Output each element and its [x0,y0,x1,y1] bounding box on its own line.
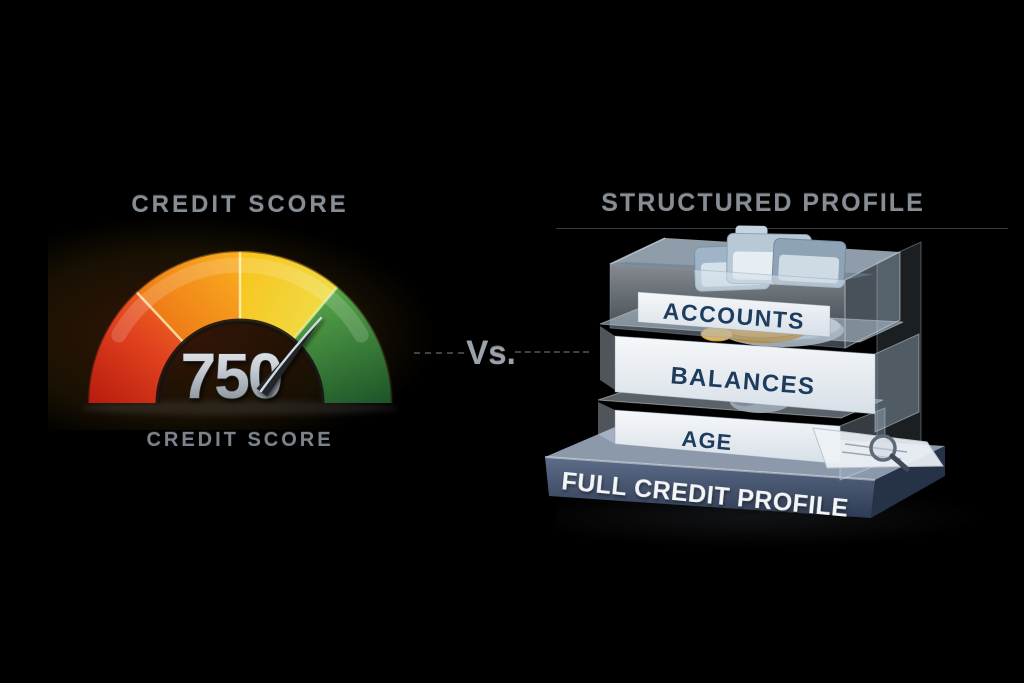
gauge-needle-highlight [259,316,323,393]
age-label: AGE [681,426,734,455]
gauge-outer-rim [86,249,394,404]
vs-label: Vs. [466,334,516,371]
gauge-inner-rim [155,318,325,404]
base-bevel-highlight [544,456,876,481]
gauge-segment-orange [136,251,240,343]
gauge-gloss [111,257,369,343]
structured-profile-title: STRUCTURED PROFILE [601,189,925,217]
gauge-divider [291,285,339,342]
gauge-segment-yellow [240,251,338,341]
gauge-needle [256,316,323,397]
document-magnifier-icon [812,427,944,472]
vs-dash-left [414,352,464,354]
credit-score-caption: CREDIT SCORE [146,429,334,451]
layer-accounts: ACCOUNTS [609,225,901,349]
gauge-shadow [82,401,398,415]
accounts-label-strip [637,291,831,338]
age-left-wall [598,402,615,444]
gauge-score-value: 750 [181,340,282,412]
base-front-face [545,457,875,518]
balances-front-face [614,335,876,415]
frame-line [556,228,1008,229]
credit-score-gauge: 750 [82,249,398,415]
structured-profile-stack: FULL CREDIT PROFILE AGE [544,225,945,523]
balances-right-glass [874,333,920,433]
credit-score-title: CREDIT SCORE [131,191,349,218]
accounts-right-face [844,251,901,349]
balances-left-wall [600,326,615,390]
gauge-segment-red [88,291,185,403]
vs-dash-right [515,351,589,353]
accounts-rim-highlight [609,237,666,265]
gauge-divider [135,291,186,344]
gauge-arc [86,249,394,404]
